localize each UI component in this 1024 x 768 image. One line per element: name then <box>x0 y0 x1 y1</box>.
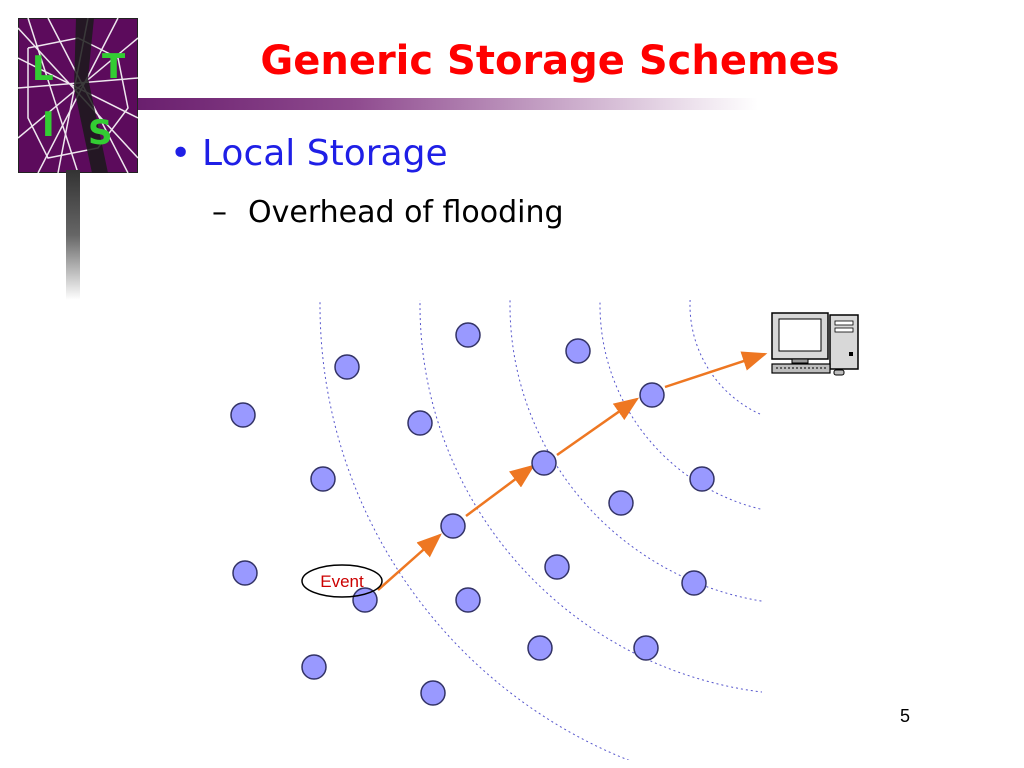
sensor-node <box>531 450 557 476</box>
flooding-ring-4 <box>419 300 762 693</box>
sensor-node <box>633 635 659 661</box>
flooding-ring-1 <box>689 300 762 416</box>
sensor-node <box>310 466 336 492</box>
computer-monitor-stand <box>791 358 809 364</box>
desktop-computer-icon <box>771 312 859 376</box>
sensor-node <box>407 410 433 436</box>
sensor-node <box>440 513 466 539</box>
sensor-node <box>544 554 570 580</box>
sub-bullet-marker: – <box>212 195 227 230</box>
flooding-ring-3 <box>509 300 762 602</box>
computer-mouse <box>833 369 845 376</box>
logo-letter-l: L <box>32 49 54 89</box>
title-underline-bar <box>138 98 758 110</box>
decorative-vertical-bar <box>66 170 80 300</box>
sensor-nodes <box>230 322 715 706</box>
sensor-node <box>230 402 256 428</box>
computer-drive-bay <box>834 327 854 333</box>
sensor-node <box>608 490 634 516</box>
path-hop-2 <box>465 464 536 518</box>
sensor-node <box>565 338 591 364</box>
sensor-node <box>681 570 707 596</box>
page-number: 5 <box>900 706 911 726</box>
sensor-node <box>455 322 481 348</box>
path-hop-4 <box>664 351 768 389</box>
event-label: Event <box>320 572 364 591</box>
bullet-marker: • <box>170 133 192 174</box>
computer-power-led <box>849 352 853 356</box>
bullet-local-storage: •Local Storage <box>170 128 448 180</box>
sensor-node <box>527 635 553 661</box>
sub-bullet-text: Overhead of flooding <box>248 195 564 230</box>
sensor-node <box>232 560 258 586</box>
sensor-node <box>455 587 481 613</box>
computer-screen <box>778 318 822 352</box>
sensor-node <box>334 354 360 380</box>
sensor-node <box>301 654 327 680</box>
computer-drive-bay <box>834 320 854 326</box>
routing-path <box>377 351 768 591</box>
sub-bullet-overhead: –Overhead of flooding <box>212 190 564 236</box>
logo-dark-stripe <box>74 18 108 173</box>
slide-title: Generic Storage Schemes <box>260 38 840 84</box>
lits-logo: L T I S <box>18 18 138 173</box>
logo-letter-s: S <box>88 113 113 153</box>
sensor-node <box>689 466 715 492</box>
flooding-rings <box>319 300 762 760</box>
bullet-text: Local Storage <box>202 133 448 174</box>
path-hop-1 <box>377 533 442 591</box>
path-hop-3 <box>556 397 640 457</box>
logo-letter-t: T <box>102 47 126 87</box>
sensor-node <box>420 680 446 706</box>
event-outline <box>301 564 383 598</box>
logo-letter-i: I <box>42 105 55 145</box>
sensor-node <box>639 382 665 408</box>
event-source-node <box>352 587 378 613</box>
flooding-ring-2 <box>599 300 762 510</box>
